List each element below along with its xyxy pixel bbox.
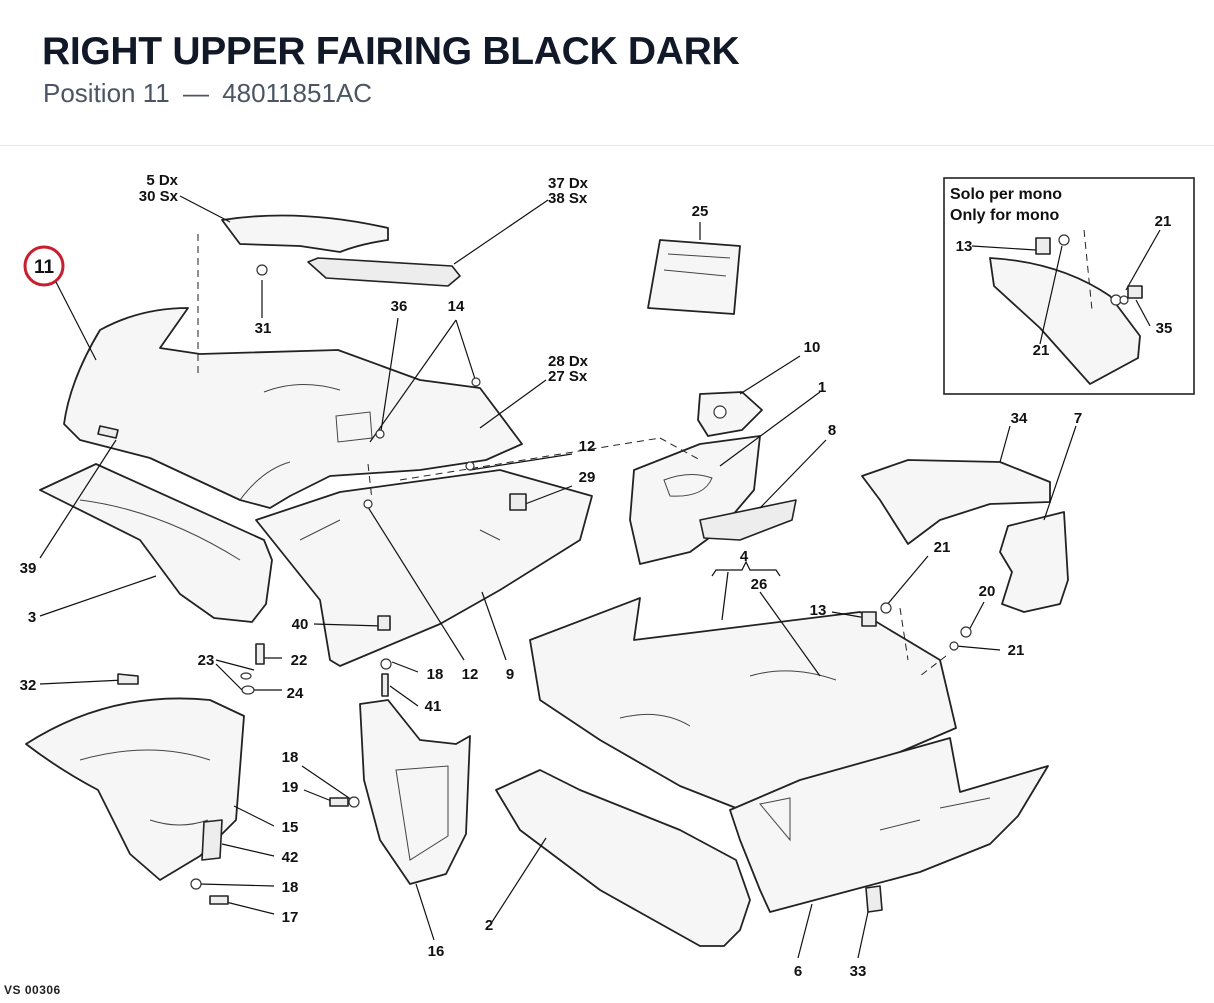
- callout-26: 26: [751, 576, 768, 593]
- assembly-dash-lines: [197, 229, 1093, 677]
- part-39-screw: [97, 425, 119, 439]
- callout-9: 9: [506, 666, 514, 683]
- leader-lines: [39, 195, 1161, 959]
- part-7: [999, 511, 1069, 613]
- callout-25: 25: [692, 203, 709, 220]
- callout-5-dx: 5 Dx: [146, 172, 178, 189]
- callout-14: 14: [448, 298, 465, 315]
- highlight-circle-11: [23, 245, 65, 287]
- callout-21-d: 21: [1033, 342, 1050, 359]
- callout-1: 1: [818, 379, 826, 396]
- callout-40: 40: [292, 616, 309, 633]
- callout-7: 7: [1074, 410, 1082, 427]
- inset-line-2: Only for mono: [950, 207, 1060, 224]
- subtitle-separator: —: [182, 78, 209, 108]
- highlight-leader-11: [55, 281, 97, 361]
- part-42-decal: [201, 819, 223, 861]
- callout-34: 34: [1011, 410, 1028, 427]
- header: RIGHT UPPER FAIRING BLACK DARK Position …: [0, 0, 1214, 146]
- callout-28-dx: 28 Dx: [548, 353, 589, 370]
- part-2-lower-side: [495, 769, 751, 947]
- callout-32: 32: [20, 677, 37, 694]
- part-16-bracket: [359, 699, 471, 885]
- diagram-code: VS 00306: [4, 983, 61, 997]
- page-subtitle: Position 11 — 48011851AC: [43, 78, 372, 109]
- callout-labels: 11 5 Dx 30 Sx 37 Dx 38 Sx 25 31 36 14 28…: [20, 172, 1173, 980]
- callout-12-top: 12: [579, 438, 596, 455]
- callout-15: 15: [282, 819, 299, 836]
- callout-21-a: 21: [934, 539, 951, 556]
- part-3-lower-fairing: [39, 463, 273, 623]
- part-1-inner-cover: [629, 435, 761, 565]
- part-34: [861, 459, 1051, 545]
- callout-27-sx: 27 Sx: [548, 368, 588, 385]
- callout-8: 8: [828, 422, 836, 439]
- callout-42: 42: [282, 849, 299, 866]
- part-number: 48011851AC: [222, 78, 373, 108]
- callout-35: 35: [1156, 320, 1173, 337]
- callout-13-b: 13: [956, 238, 973, 255]
- part-6-belly-pan: [729, 737, 1049, 913]
- callout-37-dx: 37 Dx: [548, 175, 589, 192]
- callout-21-b: 21: [1008, 642, 1025, 659]
- part-11-upper-fairing: [63, 307, 523, 509]
- part-33: [865, 885, 883, 913]
- callout-4: 4: [740, 548, 749, 565]
- part-15-mudguard: [25, 697, 245, 881]
- callout-16: 16: [428, 943, 445, 960]
- part-10-bracket: [697, 391, 763, 437]
- callout-33: 33: [850, 963, 867, 980]
- callout-3: 3: [28, 609, 36, 626]
- inset-line-1: Solo per mono: [950, 186, 1062, 203]
- inset-fairing-detail: [989, 257, 1141, 385]
- callout-22: 22: [291, 652, 308, 669]
- callout-39: 39: [20, 560, 37, 577]
- callout-18-side: 18: [282, 749, 299, 766]
- fasteners: [117, 237, 1143, 905]
- callout-41: 41: [425, 698, 442, 715]
- callout-31: 31: [255, 320, 272, 337]
- part-9-inner-panel: [255, 469, 593, 667]
- callout-2: 2: [485, 917, 493, 934]
- callout-36: 36: [391, 298, 408, 315]
- callout-38-sx: 38 Sx: [548, 190, 588, 207]
- callout-11: 11: [34, 257, 55, 278]
- callout-18-mid: 18: [427, 666, 444, 683]
- callout-13-a: 13: [810, 602, 827, 619]
- callout-12-bottom: 12: [462, 666, 479, 683]
- page-title: RIGHT UPPER FAIRING BLACK DARK: [42, 30, 740, 73]
- callout-23: 23: [198, 652, 215, 669]
- part-5-30: [221, 214, 389, 253]
- part-25-decal: [647, 239, 741, 315]
- part-37-38: [307, 257, 461, 287]
- callout-21-c: 21: [1155, 213, 1172, 230]
- callout-19: 19: [282, 779, 299, 796]
- part-8: [699, 499, 797, 541]
- callout-10: 10: [804, 339, 821, 356]
- callout-24: 24: [287, 685, 304, 702]
- callout-17: 17: [282, 909, 299, 926]
- callout-18-low: 18: [282, 879, 299, 896]
- callout-29: 29: [579, 469, 596, 486]
- callout-30-sx: 30 Sx: [139, 188, 179, 205]
- position-label: Position 11: [43, 78, 170, 108]
- callout-20: 20: [979, 583, 996, 600]
- callout-6: 6: [794, 963, 802, 980]
